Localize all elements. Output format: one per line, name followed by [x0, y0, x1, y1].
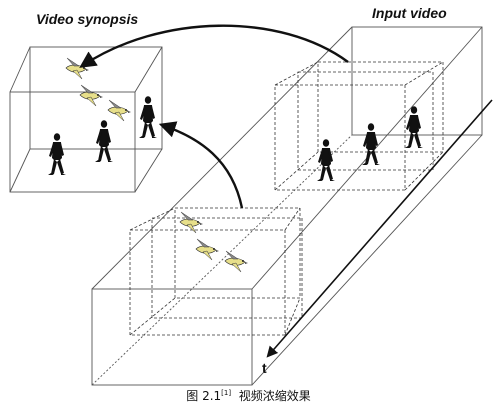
input-video-label: Input video — [372, 5, 447, 21]
bird-icon — [224, 250, 249, 273]
person-icon — [405, 106, 423, 148]
bird-frames — [129, 207, 303, 336]
bird-icon — [79, 84, 104, 107]
bird-icon — [65, 57, 90, 80]
bird-icon — [195, 238, 220, 261]
person-icon — [95, 120, 113, 162]
synopsis-volume — [9, 46, 163, 193]
bird-icon — [107, 99, 132, 122]
caption-text: 视频浓缩效果 — [238, 389, 311, 403]
time-axis-label: t — [262, 360, 267, 376]
time-axis-arrow — [266, 99, 493, 358]
person-icon — [317, 139, 335, 181]
caption-ref: [1] — [221, 389, 232, 397]
person-frames — [274, 61, 444, 191]
caption-prefix: 图 2.1 — [186, 389, 222, 403]
figure-caption: 图 2.1[1] 视频浓缩效果 — [0, 387, 497, 404]
person-icon — [48, 133, 66, 175]
person-icon — [139, 96, 157, 138]
mapping-arrow-birds — [158, 121, 244, 209]
synopsis-label: Video synopsis — [36, 11, 138, 27]
mapping-arrow-people — [79, 24, 349, 68]
input-volume — [91, 26, 483, 386]
person-icon — [362, 123, 380, 165]
